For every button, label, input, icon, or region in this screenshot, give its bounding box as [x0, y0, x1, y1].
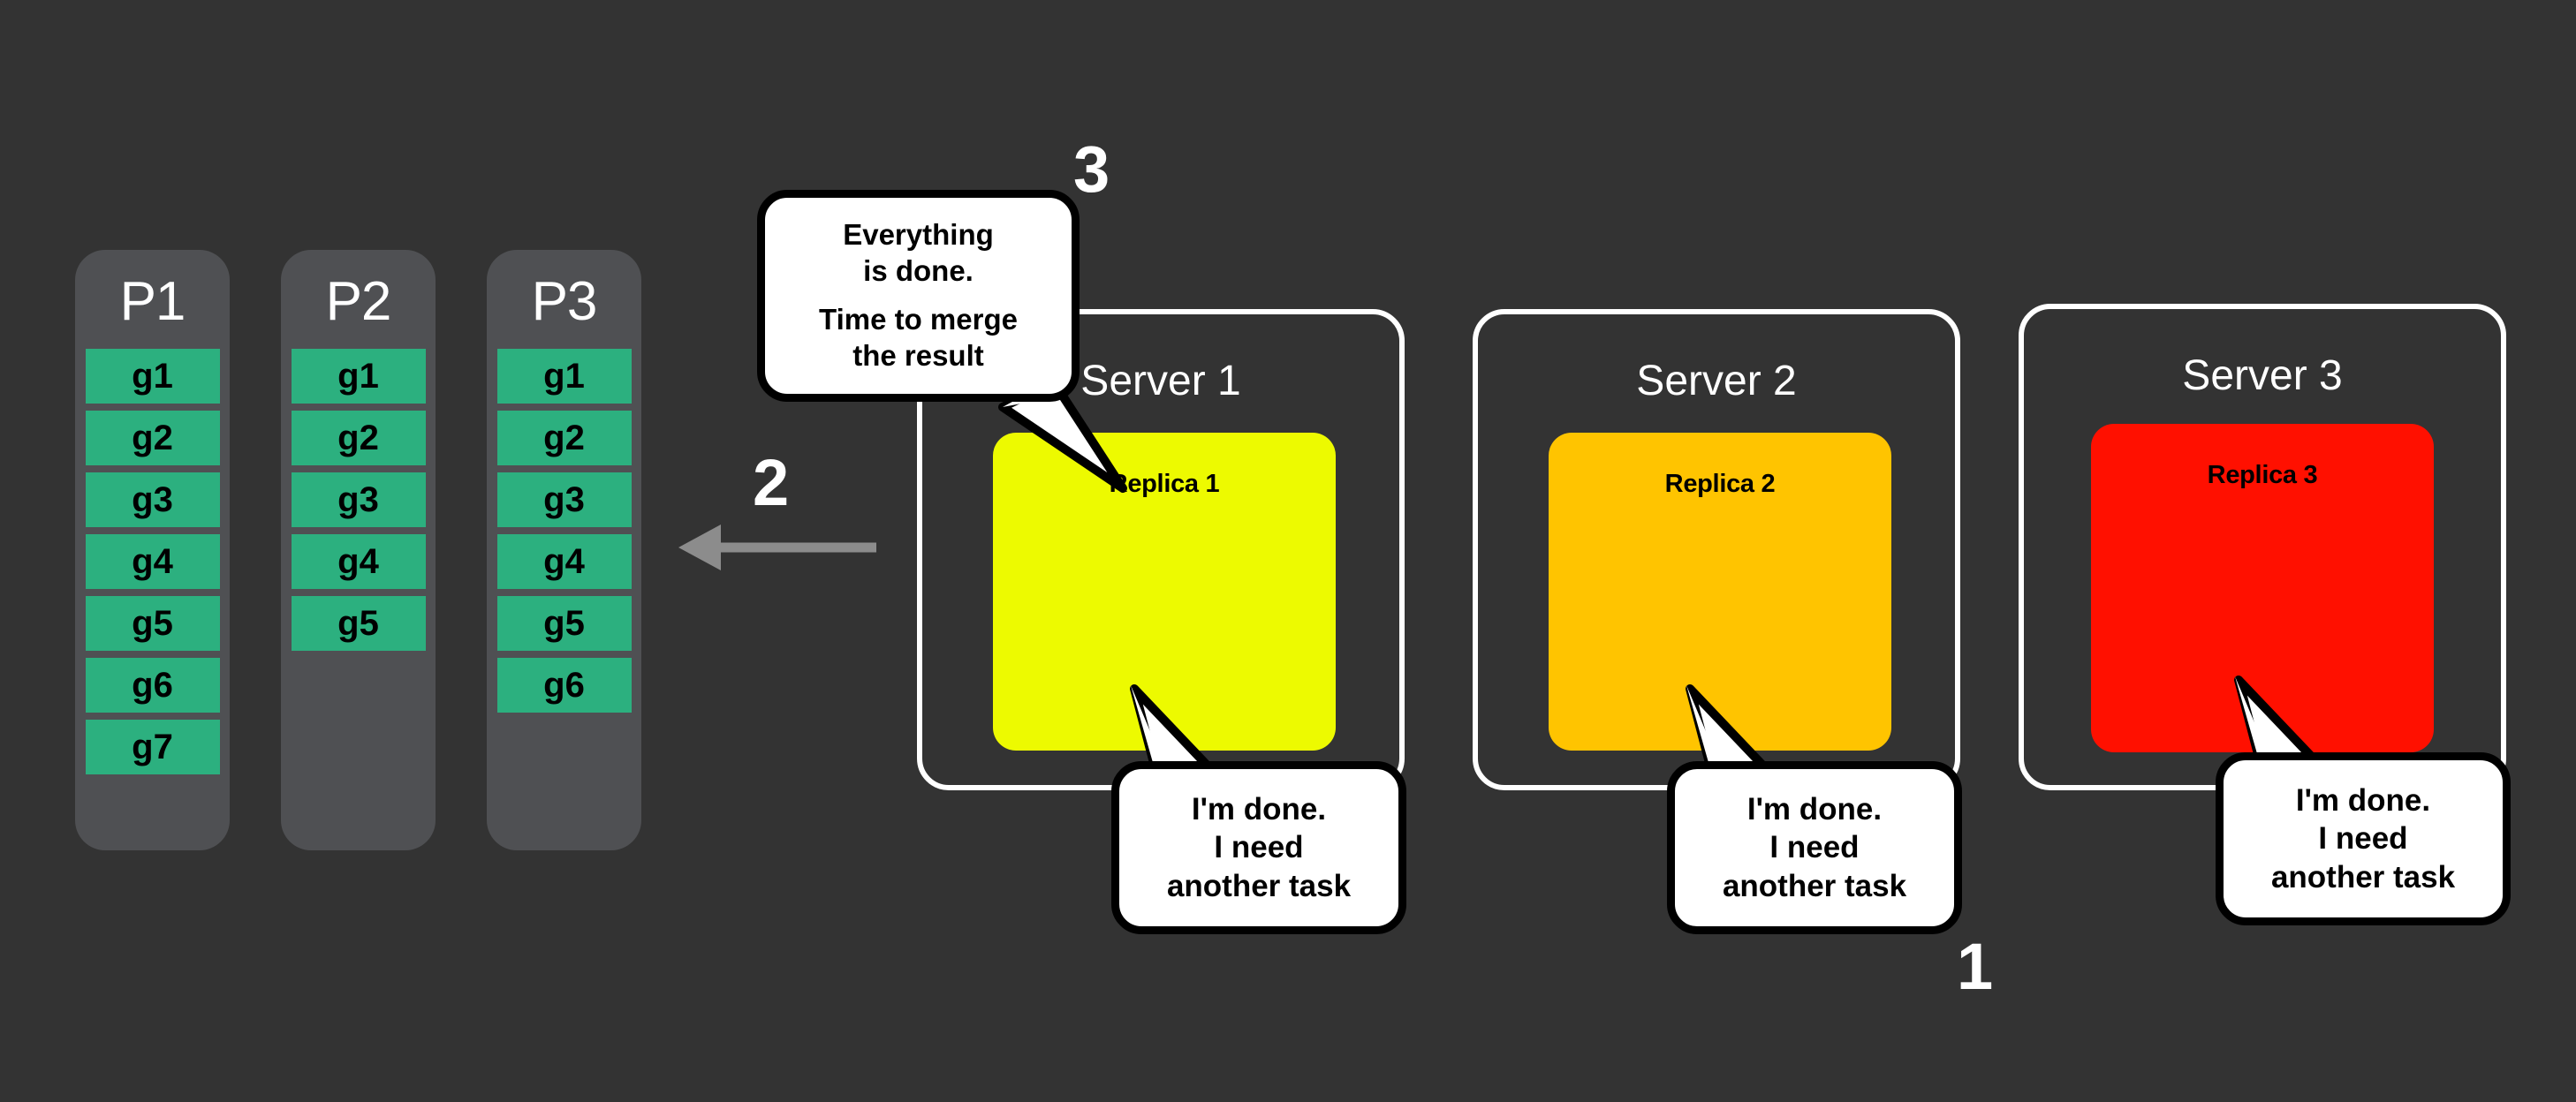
- server-1-speech-bubble[interactable]: I'm done. I need another task: [1111, 761, 1406, 934]
- server-1-bubble-line-3: another task: [1166, 868, 1352, 903]
- server-title-1: Server 1: [1080, 358, 1241, 404]
- task-block[interactable]: g5: [496, 596, 632, 651]
- server-3-bubble-line-3: another task: [2270, 859, 2456, 894]
- merge-bubble-line-2: is done.: [863, 254, 974, 288]
- server-2-bubble-line-2: I need: [1769, 830, 1860, 865]
- replica-label-1: Replica 1: [1109, 470, 1220, 498]
- task-block[interactable]: g5: [291, 596, 426, 651]
- task-block[interactable]: g3: [291, 472, 426, 527]
- task-block[interactable]: g4: [291, 534, 426, 589]
- merge-bubble-line-4: the result: [852, 338, 984, 372]
- server-3-bubble-line-1: I'm done.: [2295, 782, 2431, 818]
- step-number-1: 1: [1957, 930, 1994, 1003]
- server-title-3: Server 3: [2182, 352, 2343, 399]
- step-number-2: 2: [753, 446, 790, 519]
- task-block[interactable]: g1: [291, 349, 426, 404]
- replica-block-1[interactable]: Replica 1: [993, 433, 1336, 751]
- server-3-bubble-line-2: I need: [2318, 821, 2408, 857]
- partition-panel-p1[interactable]: P1 g1 g2 g3 g4 g5 g6 g7: [75, 250, 230, 850]
- task-block[interactable]: g6: [496, 658, 632, 713]
- task-block[interactable]: g2: [496, 411, 632, 465]
- task-block[interactable]: g2: [85, 411, 220, 465]
- server-box-2[interactable]: Server 2: [1473, 309, 1960, 790]
- partition-title-p2: P2: [325, 271, 392, 332]
- partition-panel-p3[interactable]: P3 g1 g2 g3 g4 g5 g6: [487, 250, 641, 850]
- task-block[interactable]: g6: [85, 658, 220, 713]
- step-number-3: 3: [1073, 132, 1110, 206]
- replica-block-3[interactable]: Replica 3: [2091, 424, 2434, 752]
- replica-label-3: Replica 3: [2207, 461, 2318, 489]
- task-block[interactable]: g3: [85, 472, 220, 527]
- replica-block-2[interactable]: Replica 2: [1549, 433, 1891, 751]
- merge-arrow-icon: [678, 525, 876, 570]
- task-list-p2: g1 g2 g3 g4 g5: [281, 349, 436, 651]
- server-2-speech-bubble[interactable]: I'm done. I need another task: [1667, 761, 1962, 934]
- task-list-p3: g1 g2 g3 g4 g5 g6: [487, 349, 641, 713]
- task-block[interactable]: g2: [291, 411, 426, 465]
- partition-panel-p2[interactable]: P2 g1 g2 g3 g4 g5: [281, 250, 436, 850]
- partition-title-p3: P3: [531, 271, 598, 332]
- server-2-bubble-line-1: I'm done.: [1746, 791, 1883, 826]
- merge-bubble-line-1: Everything: [843, 218, 994, 252]
- task-list-p1: g1 g2 g3 g4 g5 g6 g7: [75, 349, 230, 774]
- replica-label-2: Replica 2: [1664, 470, 1776, 498]
- task-block[interactable]: g7: [85, 720, 220, 774]
- server-1-bubble-line-2: I need: [1214, 830, 1304, 865]
- server-3-speech-bubble[interactable]: I'm done. I need another task: [2216, 752, 2511, 925]
- task-block[interactable]: g4: [496, 534, 632, 589]
- server-title-2: Server 2: [1636, 358, 1797, 404]
- server-1-bubble-line-1: I'm done.: [1191, 791, 1327, 826]
- task-block[interactable]: g3: [496, 472, 632, 527]
- merge-speech-bubble[interactable]: Everything is done. Time to merge the re…: [757, 190, 1080, 402]
- task-block[interactable]: g1: [85, 349, 220, 404]
- merge-bubble-line-3: Time to merge: [819, 303, 1018, 336]
- task-block[interactable]: g4: [85, 534, 220, 589]
- server-2-bubble-line-3: another task: [1722, 868, 1907, 903]
- task-block[interactable]: g1: [496, 349, 632, 404]
- task-block[interactable]: g5: [85, 596, 220, 651]
- partition-title-p1: P1: [119, 271, 186, 332]
